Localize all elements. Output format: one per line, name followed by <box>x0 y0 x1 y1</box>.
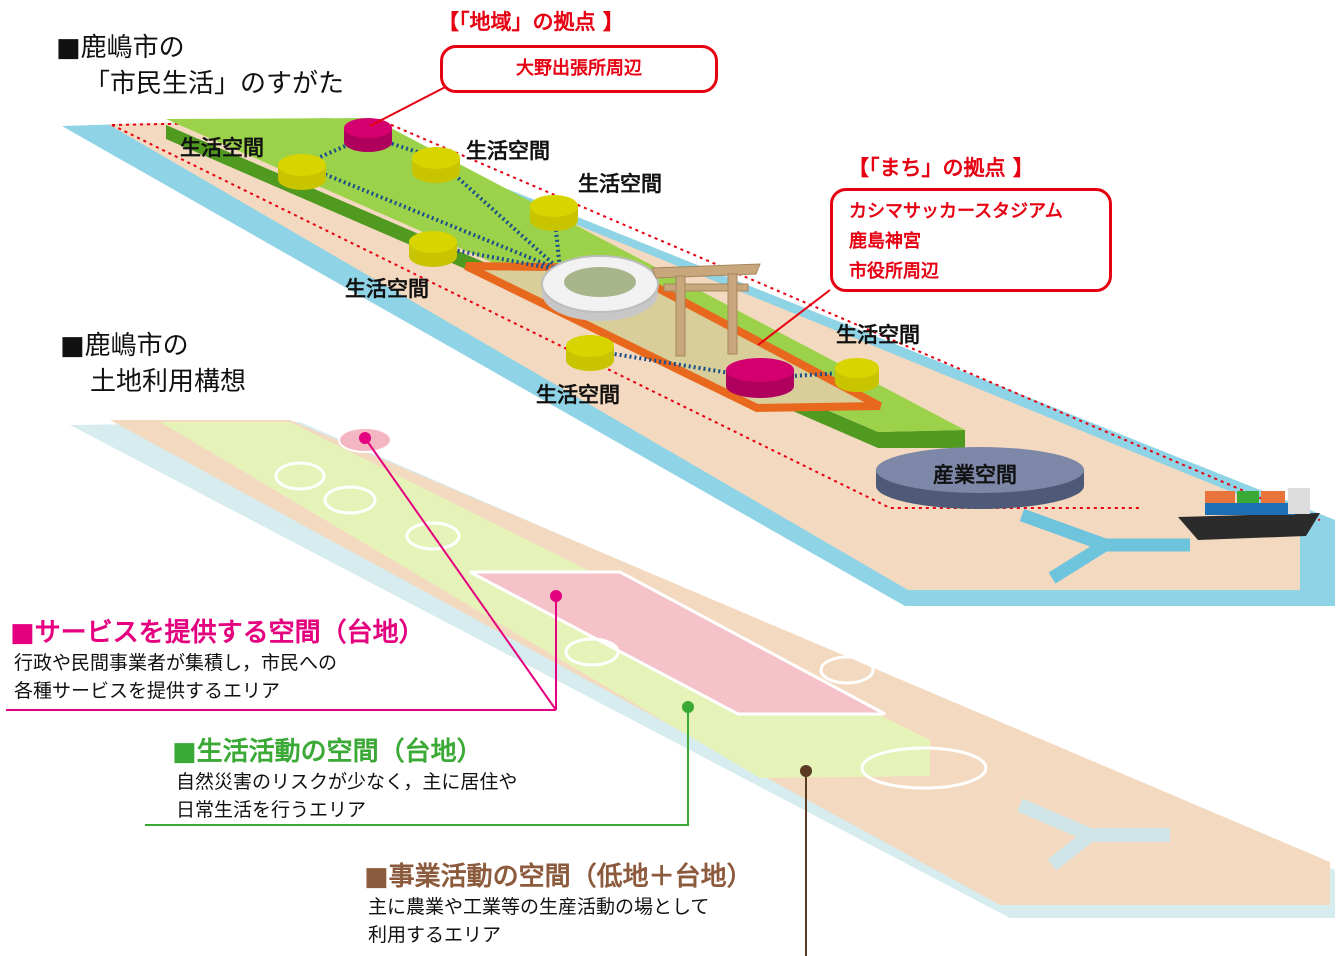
region-hub-box: 大野出張所周辺 <box>440 45 718 93</box>
legend-life-title: ■生活活動の空間（台地） <box>172 737 483 767</box>
legend-life-desc: 日常生活を行うエリア <box>176 799 367 821</box>
leader-lines <box>6 81 831 956</box>
life-space-hub <box>835 358 879 392</box>
lower-heading-line2: 土地利用構想 <box>90 367 247 397</box>
lower-life-ring <box>400 443 456 473</box>
life-space-hub <box>412 147 460 183</box>
life-space-label: 生活空間 <box>536 383 620 407</box>
torii-gate <box>651 263 761 357</box>
lower-life-ring <box>274 461 326 491</box>
town-hub-marker <box>726 358 794 398</box>
upper-heading-line1: ■鹿嶋市の <box>56 33 185 63</box>
town-hub-leader <box>757 289 831 346</box>
region-hub-item: 大野出張所周辺 <box>516 58 642 79</box>
town-hub-title: 【「まち」の拠点 】 <box>848 156 1034 180</box>
ship <box>1178 488 1320 540</box>
upper-harbor <box>1019 508 1190 584</box>
legend-life-desc: 自然災害のリスクが少なく，主に居住や <box>176 771 518 793</box>
industrial-space <box>876 447 1084 509</box>
industrial-space-label: 産業空間 <box>933 463 1017 487</box>
legend-service-desc: 行政や民間事業者が集積し，市民への <box>14 652 338 674</box>
life-space-label: 生活空間 <box>466 139 550 163</box>
lower-life-ring <box>819 655 875 685</box>
region-hub-marker <box>344 118 392 152</box>
life-space-hubs <box>278 118 879 398</box>
legend-business-desc: 主に農業や工業等の生産活動の場として <box>368 896 710 918</box>
town-hub-item: カシマサッカースタジアム <box>849 201 1063 222</box>
life-space-hub <box>566 335 614 371</box>
upper-heading-line2: 「市民生活」のすがた <box>84 69 345 99</box>
legend-business-desc: 利用するエリア <box>368 924 502 946</box>
lower-heading: ■鹿嶋市の 土地利用構想 <box>60 328 246 400</box>
life-space-hub <box>409 231 457 267</box>
town-hub-item: 鹿島神宮 <box>849 231 921 252</box>
upper-boundary <box>111 124 1140 509</box>
region-hub-title: 【「地域」の拠点 】 <box>438 10 624 34</box>
lower-map <box>70 420 1335 918</box>
service-leader <box>6 437 557 711</box>
legend-business: ■事業活動の空間（低地＋台地） 主に農業や工業等の生産活動の場として 利用するエ… <box>364 856 753 949</box>
life-space-hub <box>530 195 578 231</box>
lower-industrial-ring <box>860 746 988 790</box>
region-hub-leader <box>369 81 456 127</box>
lower-life-ring <box>564 637 620 667</box>
legend-service: ■サービスを提供する空間（台地） 行政や民間事業者が集積し，市民への 各種サービ… <box>10 612 425 705</box>
upper-heading: ■鹿嶋市の 「市民生活」のすがた <box>56 30 344 102</box>
lower-harbor <box>1017 798 1170 871</box>
life-space-label: 生活空間 <box>836 323 920 347</box>
lower-service-area <box>469 570 886 716</box>
upper-map <box>62 118 1335 606</box>
lower-heading-line1: ■鹿嶋市の <box>60 331 189 361</box>
life-space-label: 生活空間 <box>180 136 264 160</box>
lower-life-ring <box>405 521 461 551</box>
town-hub-box: カシマサッカースタジアム 鹿島神宮 市役所周辺 <box>830 188 1112 292</box>
stadium <box>541 255 659 321</box>
legend-service-desc: 各種サービスを提供するエリア <box>14 680 281 702</box>
legend-life: ■生活活動の空間（台地） 自然災害のリスクが少なく，主に居住や 日常生活を行うエ… <box>172 731 517 824</box>
lower-life-ring <box>323 485 377 515</box>
life-space-label: 生活空間 <box>345 277 429 301</box>
legend-business-title: ■事業活動の空間（低地＋台地） <box>364 862 753 892</box>
life-leader <box>145 707 689 826</box>
life-space-hub <box>278 154 326 190</box>
life-space-label: 生活空間 <box>578 172 662 196</box>
town-hub-item: 市役所周辺 <box>849 261 939 282</box>
legend-service-title: ■サービスを提供する空間（台地） <box>10 618 425 648</box>
